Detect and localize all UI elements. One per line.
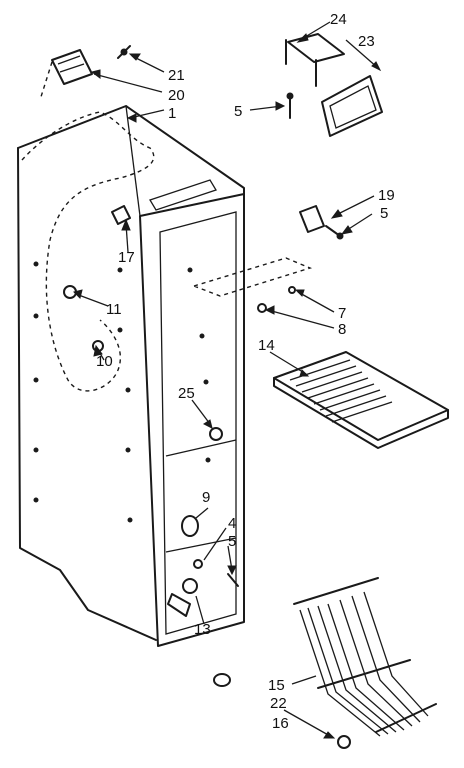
callout-22: 22 xyxy=(270,695,287,712)
grille-part-14 xyxy=(273,351,449,449)
button-part-22 xyxy=(213,673,231,687)
bracket-part-24 xyxy=(285,33,345,87)
callout-5c: 5 xyxy=(228,533,236,550)
bracket-part-20 xyxy=(39,49,93,101)
callout-labels: 24 23 21 20 1 5 19 5 17 11 10 7 8 14 25 … xyxy=(96,11,395,732)
plate-part-23 xyxy=(321,75,383,137)
callout-17: 17 xyxy=(118,249,135,266)
liner-body xyxy=(17,105,245,647)
part-7-8 xyxy=(257,286,296,313)
callout-5b: 5 xyxy=(380,205,388,222)
callout-24: 24 xyxy=(330,11,347,28)
wire-rack-part-15 xyxy=(293,577,437,737)
callout-8: 8 xyxy=(338,321,346,338)
callout-23: 23 xyxy=(358,33,375,50)
callout-21: 21 xyxy=(168,67,185,84)
callout-5a: 5 xyxy=(234,103,242,120)
clip-part-19 xyxy=(299,205,344,240)
screw-part-5-top xyxy=(286,92,294,119)
callout-10: 10 xyxy=(96,353,113,370)
callout-25: 25 xyxy=(178,385,195,402)
callout-14: 14 xyxy=(258,337,275,354)
plate-outline xyxy=(191,257,313,297)
callout-1: 1 xyxy=(168,105,176,122)
leader-lines xyxy=(73,21,382,739)
callout-4: 4 xyxy=(228,515,236,532)
callout-9: 9 xyxy=(202,489,210,506)
callout-15: 15 xyxy=(268,677,285,694)
screw-part-21 xyxy=(117,45,131,59)
callout-13: 13 xyxy=(194,621,211,638)
callout-20: 20 xyxy=(168,87,185,104)
nut-part-16 xyxy=(337,735,351,749)
callout-19: 19 xyxy=(378,187,395,204)
callout-7: 7 xyxy=(338,305,346,322)
callout-16: 16 xyxy=(272,715,289,732)
callout-11: 11 xyxy=(106,301,122,318)
interior-parts xyxy=(63,205,239,617)
